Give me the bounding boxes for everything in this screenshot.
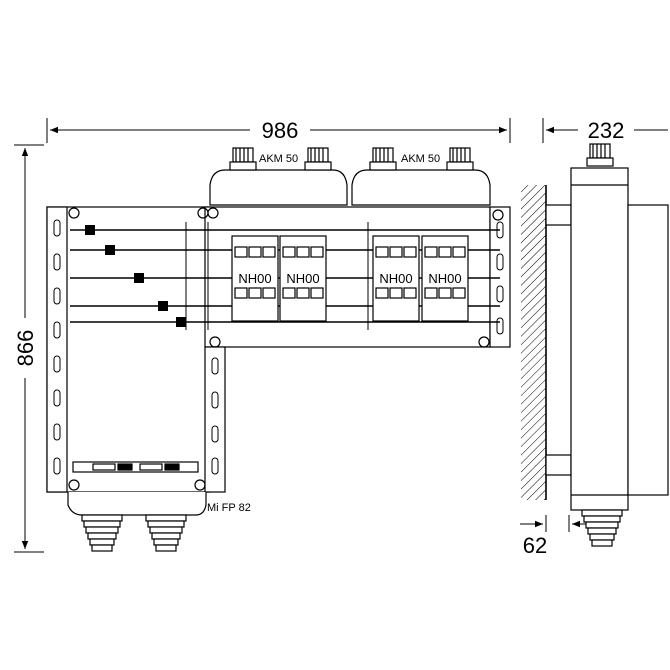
dimension-wall-offset: 62 (520, 515, 590, 558)
side-view (521, 143, 669, 547)
wall-bracket-bottom (545, 454, 572, 476)
wall-bracket-top (545, 204, 572, 226)
bottom-cable-hood (67, 492, 207, 516)
fuse-group-4: NH00 (421, 235, 469, 322)
fuse-label-1: NH00 (238, 271, 271, 286)
lower-box-label: Mi FP 82 (207, 502, 251, 514)
fuse-label-2: NH00 (286, 271, 319, 286)
gland-label-left: AKM 50 (259, 153, 298, 165)
dimension-depth: 232 (542, 118, 668, 143)
cable-entry-left (81, 514, 123, 552)
side-enclosure (570, 167, 629, 511)
right-mounting-rail (489, 206, 511, 348)
busbar-connectors (85, 225, 186, 327)
busbar-supports (185, 222, 369, 330)
cable-entry-right (145, 514, 187, 552)
dimension-width-label: 986 (262, 118, 299, 143)
side-gland-top (586, 143, 614, 167)
mounting-holes (68, 207, 504, 491)
dimension-width: 986 (46, 118, 511, 143)
gland-label-right: AKM 50 (401, 153, 440, 165)
gland-hood-right: AKM 50 (351, 147, 491, 206)
fuse-label-4: NH00 (428, 271, 461, 286)
dimension-wall-offset-label: 62 (523, 533, 547, 558)
dimension-height: 866 (13, 144, 44, 553)
fuse-label-3: NH00 (379, 271, 412, 286)
side-cable-entry (581, 509, 623, 547)
front-view: AKM 50 AKM 50 (46, 147, 511, 552)
wall-hatching (521, 185, 546, 500)
dimension-height-label: 866 (13, 330, 38, 367)
fuse-group-2: NH00 (279, 235, 327, 322)
side-cover (627, 204, 669, 496)
fuse-group-3: NH00 (372, 235, 420, 322)
gland-hood-left: AKM 50 (209, 147, 348, 206)
terminal-strip (72, 461, 199, 473)
left-mounting-rail (46, 206, 68, 493)
fuse-group-1: NH00 (231, 235, 279, 322)
left-enclosure (46, 206, 211, 493)
dimension-depth-label: 232 (588, 118, 625, 143)
